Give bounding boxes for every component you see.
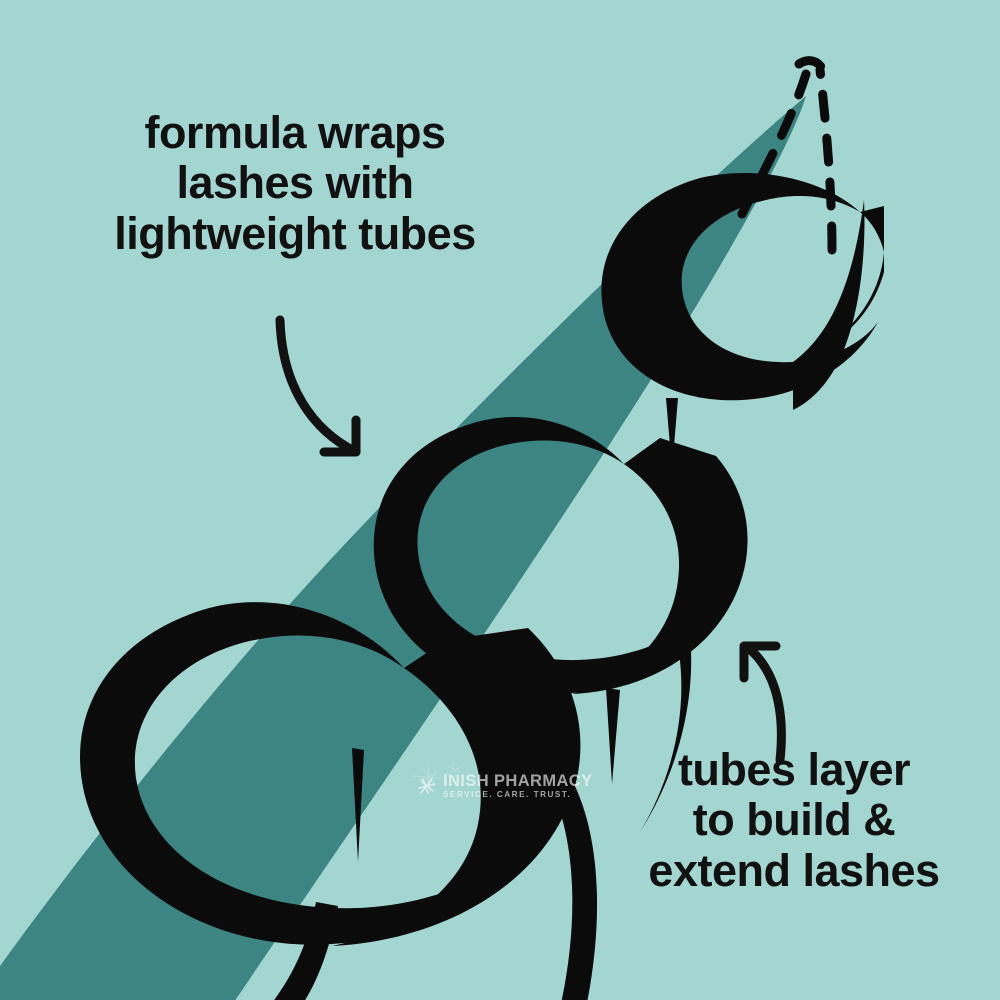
tube-coil-upper: [601, 173, 878, 401]
curved-arrow-down-right: [275, 315, 361, 457]
tube-coil-lower-back: [332, 628, 581, 946]
tube-ribbon-tail-2: [556, 784, 597, 1000]
curved-arrow-down-right-head: [319, 415, 361, 457]
tube-strap-middle-lower: [640, 610, 692, 832]
curved-arrow-up-left-head: [739, 641, 781, 683]
tube-ribbon-free-end: [793, 200, 865, 410]
tube-ribbon-coil: [80, 173, 884, 1000]
tube-seam-lower: [352, 748, 364, 862]
tube-seam-middle: [606, 688, 620, 784]
caption-tubes-layer: tubes layer to build & extend lashes: [648, 744, 940, 896]
caption-formula-wraps: formula wraps lashes with lightweight tu…: [114, 107, 476, 259]
curved-arrow-up-left: [741, 641, 786, 765]
tube-coil-middle-back: [572, 438, 748, 694]
tube-coil-upper-back: [790, 206, 884, 364]
tube-seam-upper: [666, 398, 678, 470]
tube-ribbon-tail: [274, 902, 338, 1000]
